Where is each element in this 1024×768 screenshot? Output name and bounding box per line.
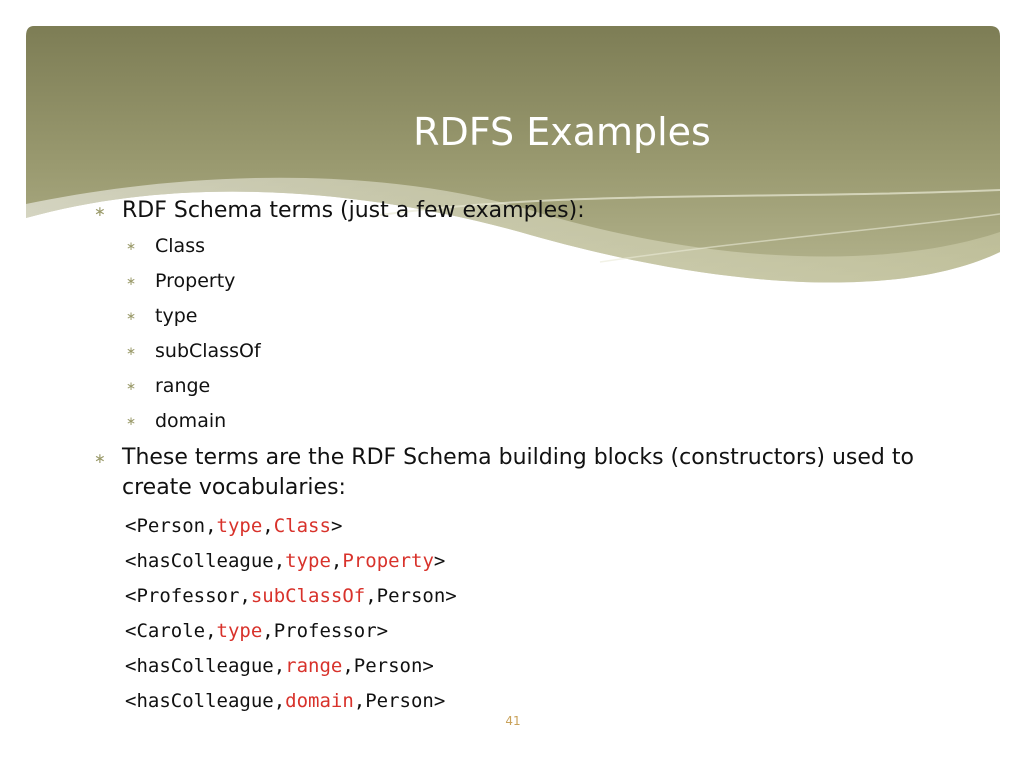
slide-title: RDFS Examples xyxy=(413,110,711,154)
sub-bullet-icon: ∗ xyxy=(126,379,137,393)
bullet-icon: ∗ xyxy=(94,204,106,220)
header-swoosh-line xyxy=(379,189,1001,216)
bullet-text: RDF Schema terms (just a few examples): xyxy=(122,198,585,223)
term-item: type xyxy=(155,305,198,327)
triple-text: ,Person> xyxy=(365,585,457,607)
rdfs-term: domain xyxy=(285,690,354,712)
sub-bullet-icon: ∗ xyxy=(126,344,137,358)
rdfs-term: range xyxy=(285,655,343,677)
triple-text: <Professor, xyxy=(125,585,251,607)
header-panel xyxy=(26,26,1000,283)
header-swoosh-light xyxy=(26,177,1000,283)
triple-text: <Person, xyxy=(125,515,217,537)
triple-text: , xyxy=(262,515,274,537)
page-number: 41 xyxy=(505,714,521,728)
rdfs-term: type xyxy=(216,620,263,642)
sub-bullet-icon: ∗ xyxy=(126,414,137,428)
triple-line: <hasColleague,range,Person> xyxy=(125,653,434,679)
rdfs-term: type xyxy=(216,515,263,537)
triple-text: > xyxy=(433,550,446,572)
triple-text: <hasColleague, xyxy=(125,550,286,572)
triple-text: , xyxy=(330,550,343,572)
term-item: range xyxy=(155,375,211,397)
triple-text: ,Person> xyxy=(353,690,446,712)
rdfs-term: subClassOf xyxy=(250,585,366,607)
header-background xyxy=(26,26,1001,283)
term-item: subClassOf xyxy=(155,340,261,362)
triple-text: ,Person> xyxy=(342,655,434,677)
bullet-icon: ∗ xyxy=(94,451,106,467)
triple-text: ,Professor> xyxy=(262,620,389,642)
rdfs-term: Property xyxy=(342,550,434,572)
triple-text: <hasColleague, xyxy=(125,690,286,712)
triple-line: <Professor,subClassOf,Person> xyxy=(125,583,457,609)
rdfs-term: Class xyxy=(273,515,331,537)
triple-text: <Carole, xyxy=(125,620,217,642)
triple-text: <hasColleague, xyxy=(125,655,286,677)
sub-bullet-icon: ∗ xyxy=(126,274,137,288)
rdfs-term: type xyxy=(285,550,331,572)
bullet-text: These terms are the RDF Schema building … xyxy=(122,445,914,500)
header-swoosh-line-2 xyxy=(599,213,1001,263)
term-item: Property xyxy=(155,270,236,292)
triple-line: <Carole,type,Professor> xyxy=(125,618,388,644)
triple-line: <hasColleague,domain,Person> xyxy=(125,688,445,714)
triple-text: > xyxy=(330,515,343,537)
triple-line: <hasColleague,type,Property> xyxy=(125,548,445,574)
sub-bullet-icon: ∗ xyxy=(126,239,137,253)
term-item: Class xyxy=(155,235,205,257)
term-item: domain xyxy=(155,410,227,432)
triple-line: <Person,type,Class> xyxy=(125,513,342,539)
sub-bullet-icon: ∗ xyxy=(126,309,137,323)
